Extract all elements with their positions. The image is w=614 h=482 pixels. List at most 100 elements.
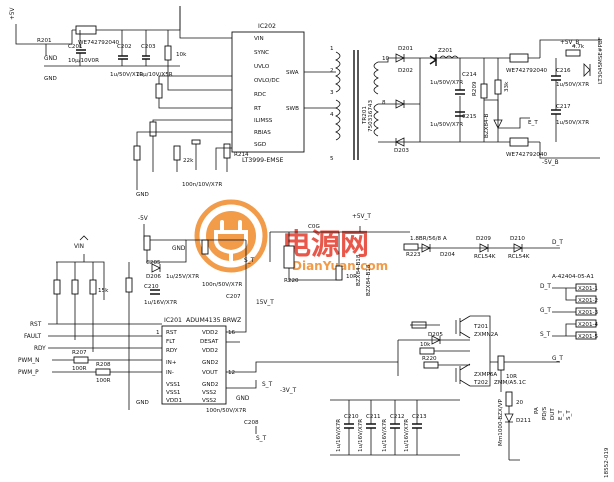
c201-ref: C201 [68, 44, 83, 50]
ic202 [231, 31, 305, 153]
r208b-body [95, 368, 111, 376]
c214-ref: C214 [462, 72, 477, 78]
r202-body [164, 45, 172, 61]
r207-ref: R207 [72, 350, 87, 356]
ic201-pin-numbers: 1 16 12 [156, 330, 236, 376]
conn-pin-5-label: X201-5 [578, 334, 599, 340]
d210-ref: D210 [510, 236, 525, 242]
tr201-pin5: 5 [330, 156, 334, 162]
r208-body [53, 279, 61, 295]
conn-side-et: E_T [558, 410, 564, 420]
r212-body [89, 279, 97, 295]
tr201-ref: TR201 [362, 106, 368, 125]
r214-label: R214 [234, 152, 249, 158]
ic201-pin-inp: IN+ [166, 360, 177, 366]
ic201-ref: IC201 [164, 317, 182, 324]
net-label-p5vt: +5V_T [352, 214, 371, 220]
c212-ref: C212 [390, 414, 405, 420]
ic202-pin-sgd: SGD [254, 142, 266, 148]
d206-ref: D206 [146, 274, 161, 280]
transformer-tr201: TR201 750316743 1 2 3 4 5 10 8 [330, 46, 390, 162]
d209-part: RCL54K [474, 254, 496, 260]
c210-ref: C210 [144, 284, 159, 290]
ic202-pin-rbias: RBIAS [254, 130, 271, 136]
r219-body [283, 245, 295, 269]
ic202-pin-ovlo: OVLO/DC [254, 78, 280, 84]
r209-label: R209 [472, 81, 478, 96]
r224b-body [505, 391, 513, 407]
c204-body [191, 139, 201, 145]
conn-pin-4-label: X201-4 [578, 322, 599, 328]
r212-value: 15k [98, 288, 109, 294]
conn-pin-4 [575, 319, 597, 328]
c202-value: 1u/50V/X7R [110, 72, 143, 78]
r223-ref: 10k [420, 342, 431, 348]
net-label-pwm-n: PWM_N [18, 358, 39, 364]
r218-body [565, 49, 581, 57]
net-label-fault: FAULT [24, 334, 41, 340]
r211-label: 33k [504, 81, 510, 92]
c203-ref: C203 [141, 44, 156, 50]
conn-pin-3 [575, 307, 597, 316]
ic202-left-pins: VIN SYNC UVLO OVLO/DC RDC RT ILIMSS RBIA… [254, 36, 280, 148]
regulator-label: BZX84-B [484, 114, 490, 138]
r208-ref: R208 [96, 362, 111, 368]
r206-label: 22k [183, 158, 194, 164]
ic201-pinnum-1: 1 [156, 330, 160, 336]
d202-symbol [395, 99, 405, 109]
d205-ref: D205 [428, 332, 443, 338]
r221b-body [497, 355, 505, 371]
d210-symbol [513, 243, 523, 253]
connector-ref: A-42404-05-A1 [552, 274, 594, 280]
tr201-pin4: 4 [330, 112, 334, 118]
r224-body [423, 361, 439, 369]
ic202-ref: IC202 [258, 23, 276, 30]
top-section: +5V R201 GND WE742792040 C201 10µ/10V0R … [10, 6, 604, 198]
c208-ref: C208 [244, 420, 259, 426]
ferrite-left-label: WE742792040 [78, 40, 120, 46]
t201-symbol [455, 315, 471, 339]
t201-ref: T201 [473, 324, 489, 330]
r211-body [494, 79, 502, 95]
net-label-rst: RST [30, 322, 42, 328]
tr201-pin2: 2 [330, 68, 334, 74]
ic201-pin-vdd2a: VDD2 [202, 330, 218, 336]
ic201-pin-vdd1: VDD1 [166, 398, 182, 404]
ic201-right-pins: VDD2 DESAT VDD2 GND2 VOUT GND2 VSS2 VSS2 [200, 330, 219, 404]
r221-body [403, 243, 419, 251]
c204-value: 100n/10V/X7R [182, 182, 222, 188]
r203-body [155, 83, 163, 99]
net-label-15vt: 15V_T [256, 300, 274, 306]
ferrite-bead-right-b [509, 137, 529, 147]
net-label-m3vt: -3V_T [280, 388, 297, 394]
c210b-ref: C210 [344, 414, 359, 420]
ic201-pin-vss1a: VSS1 [166, 382, 181, 388]
c210b-value: 1u/16V/X7R [336, 419, 342, 452]
r217-body [201, 239, 209, 255]
c208-value: 100n/50V/X7R [206, 408, 246, 414]
c209-label: C0G [308, 224, 320, 230]
c205-ref: C205 [146, 260, 161, 266]
d206-symbol [151, 263, 161, 273]
net-label-n5v: -5V [138, 216, 148, 222]
t202-ref: T202 [473, 380, 488, 386]
conn-pin-2 [575, 295, 597, 304]
net-label-vin: VIN [74, 244, 84, 250]
d204-symbol [421, 243, 431, 253]
net-label-dt-top: D_T [552, 240, 563, 246]
d201-symbol [395, 53, 405, 63]
t202-part: ZXMP6A [474, 372, 497, 378]
r224-value: 20 [516, 400, 524, 406]
c213-ref: C213 [412, 414, 427, 420]
ic202-pin-swa: SWA [286, 70, 299, 76]
conn-pin-2-label: X201-2 [578, 298, 598, 304]
d211-symbol [504, 413, 514, 423]
gnd-top-label: GND [44, 76, 57, 82]
ferrite-bead-right-a [509, 53, 529, 63]
figure-id: 18552-019 [604, 447, 610, 478]
ic201-pin-vss1b: VSS1 [166, 390, 181, 396]
conn-side-st: S_T [566, 410, 572, 420]
d204-ref: D204 [440, 252, 455, 258]
ic202-pin-sync: SYNC [254, 50, 269, 56]
